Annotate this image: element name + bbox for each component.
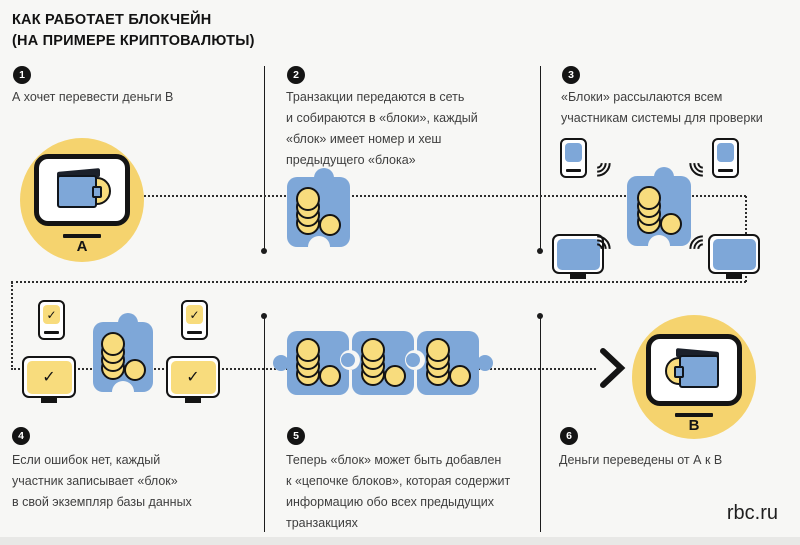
- receiver-label: В: [688, 417, 700, 434]
- divider-end-dot: [261, 313, 267, 319]
- wallet-clasp: [674, 366, 684, 378]
- phone-icon: ✓: [38, 300, 65, 340]
- chain-joint-tab: [341, 353, 355, 367]
- wifi-waves-icon: [578, 144, 626, 192]
- flow-path-return: [11, 281, 746, 283]
- coin-stack-icon: [361, 338, 407, 388]
- phone-bar: [718, 169, 733, 172]
- wallet-icon: [50, 168, 114, 212]
- monitor-screen: ✓: [170, 360, 216, 394]
- step-text-5: Теперь «блок» может быть добавлен к «цеп…: [286, 453, 511, 530]
- monitor-icon: ✓: [22, 356, 76, 403]
- puzzle-knob: [313, 168, 334, 188]
- puzzle-notch: [112, 381, 134, 403]
- step-badge-2: 2: [287, 66, 305, 84]
- phone-icon: ✓: [181, 300, 208, 340]
- wallet-clasp: [92, 186, 102, 198]
- check-icon: ✓: [189, 307, 200, 322]
- step-text-3: «Блоки» рассылаются всем участникам сист…: [561, 90, 763, 125]
- puzzle-notch: [648, 235, 670, 257]
- divider-end-dot: [261, 248, 267, 254]
- coin-stack-icon: [296, 187, 342, 237]
- step-text-6: Деньги переведены от А к В: [559, 453, 723, 467]
- wallet-body: [679, 355, 719, 388]
- puzzle-block-icon: [627, 167, 691, 257]
- step-badge-6: 6: [560, 427, 578, 445]
- phone-bar: [566, 169, 581, 172]
- monitor-icon: [34, 154, 130, 226]
- check-icon: ✓: [42, 367, 56, 386]
- monitor-stand: [41, 398, 57, 403]
- monitor-stand: [185, 398, 201, 403]
- step-text-4: Если ошибок нет, каждый участник записыв…: [12, 453, 192, 509]
- column-divider: [264, 318, 265, 532]
- divider-end-dot: [537, 248, 543, 254]
- phone-bar: [44, 331, 59, 334]
- coin-stack-icon: [637, 186, 683, 236]
- step-badge-3: 3: [562, 66, 580, 84]
- wallet-icon: [662, 348, 726, 392]
- column-divider: [264, 66, 265, 249]
- step-badge-4: 4: [12, 427, 30, 445]
- monitor-screen: ✓: [26, 360, 72, 394]
- monitor-stand: [570, 274, 586, 279]
- chain-block-icon: [352, 331, 414, 395]
- phone-screen: ✓: [43, 305, 60, 324]
- phone-icon: [712, 138, 739, 178]
- puzzle-block-icon: [287, 168, 350, 258]
- phone-screen: [717, 143, 734, 162]
- flow-path-top: [144, 195, 746, 197]
- phone-bar: [187, 331, 202, 334]
- coin-stack-icon: [426, 338, 472, 388]
- step-text-1: А хочет перевести деньги В: [12, 90, 174, 104]
- puzzle-knob: [117, 313, 138, 333]
- monitor-icon: [646, 334, 742, 406]
- puzzle-block-icon: [93, 313, 153, 403]
- monitor-stand: [726, 274, 742, 279]
- monitor-icon: ✓: [166, 356, 220, 403]
- puzzle-notch: [307, 236, 330, 258]
- monitor-icon: [552, 234, 604, 279]
- page-title-line1: КАК РАБОТАЕТ БЛОКЧЕЙН: [12, 12, 212, 28]
- step-badge-5: 5: [287, 427, 305, 445]
- monitor-screen: [556, 238, 600, 270]
- chain-outer-tab: [477, 355, 493, 371]
- chain-block-icon: [287, 331, 349, 395]
- sender-label: А: [76, 238, 88, 255]
- divider-end-dot: [537, 313, 543, 319]
- flow-path-left-down: [11, 282, 13, 370]
- monitor-screen: [712, 238, 756, 270]
- monitor-base: [63, 234, 101, 238]
- coin-stack-icon: [296, 338, 342, 388]
- page-title: КАК РАБОТАЕТ БЛОКЧЕЙН (НА ПРИМЕРЕ КРИПТО…: [12, 10, 255, 52]
- step-text-2: Транзакции передаются в сеть и собираютс…: [286, 90, 478, 167]
- step-badge-1: 1: [13, 66, 31, 84]
- check-icon: ✓: [46, 307, 57, 322]
- coin-stack-icon: [101, 332, 147, 382]
- footer-bar: [0, 537, 800, 545]
- page-title-line2: (НА ПРИМЕРЕ КРИПТОВАЛЮТЫ): [12, 33, 255, 50]
- receiver-terminal: В: [632, 315, 756, 439]
- column-divider: [540, 66, 541, 249]
- phone-screen: [565, 143, 582, 162]
- chain-block-icon: [417, 331, 479, 395]
- chain-joint-tab: [406, 353, 420, 367]
- monitor-base: [675, 413, 713, 417]
- brand-logo: rbc.ru: [726, 502, 778, 524]
- check-icon: ✓: [186, 367, 200, 386]
- wallet-body: [57, 175, 97, 208]
- phone-screen: ✓: [186, 305, 203, 324]
- wifi-waves-icon: [578, 220, 626, 268]
- sender-terminal: А: [20, 138, 144, 262]
- phone-icon: [560, 138, 587, 178]
- arrow-right-icon: [600, 348, 626, 388]
- puzzle-knob: [654, 167, 675, 187]
- column-divider: [540, 318, 541, 532]
- chain-outer-tab: [273, 355, 289, 371]
- monitor-icon: [708, 234, 760, 279]
